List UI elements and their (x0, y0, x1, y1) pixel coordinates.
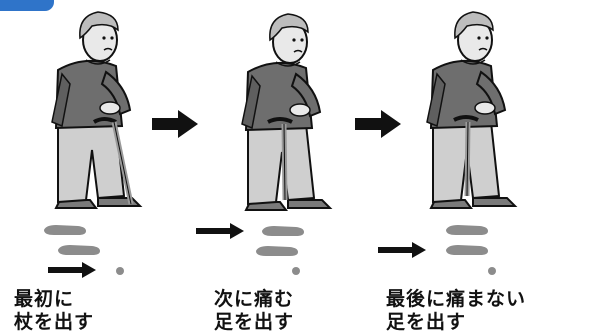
footprint-icon (256, 246, 298, 256)
cane-tip-icon (488, 267, 496, 275)
caption-line: 次に痛む (214, 288, 295, 310)
caption-line: 杖を出す (14, 311, 95, 333)
right-arrow-icon (355, 110, 401, 138)
caption-line: 足を出す (386, 311, 467, 333)
cane-tip-icon (292, 267, 300, 275)
caption-line: 最後に痛まない (386, 288, 527, 310)
cane-tip-icon (116, 267, 124, 275)
footprint-icon (262, 226, 304, 236)
right-arrow-icon (196, 223, 244, 239)
footprint-icon (446, 225, 488, 235)
footprint-icon (446, 245, 488, 255)
corner-tab (0, 0, 54, 11)
right-arrow-icon (48, 262, 96, 278)
right-arrow-icon (378, 242, 426, 258)
footprint-icon (58, 245, 100, 255)
footprint-icon (44, 225, 86, 235)
step-3-caption: 最後に痛まない 足を出す (386, 288, 526, 334)
cane (453, 115, 479, 197)
right-arrow-icon (152, 110, 198, 138)
cane (267, 117, 293, 201)
caption-line: 足を出す (214, 311, 295, 333)
cane (92, 117, 134, 205)
step-2-caption: 次に痛む 足を出す (214, 288, 294, 334)
walking-person-icon (426, 11, 516, 209)
step-1-caption: 最初に 杖を出す (14, 288, 94, 334)
caption-line: 最初に (14, 288, 75, 310)
